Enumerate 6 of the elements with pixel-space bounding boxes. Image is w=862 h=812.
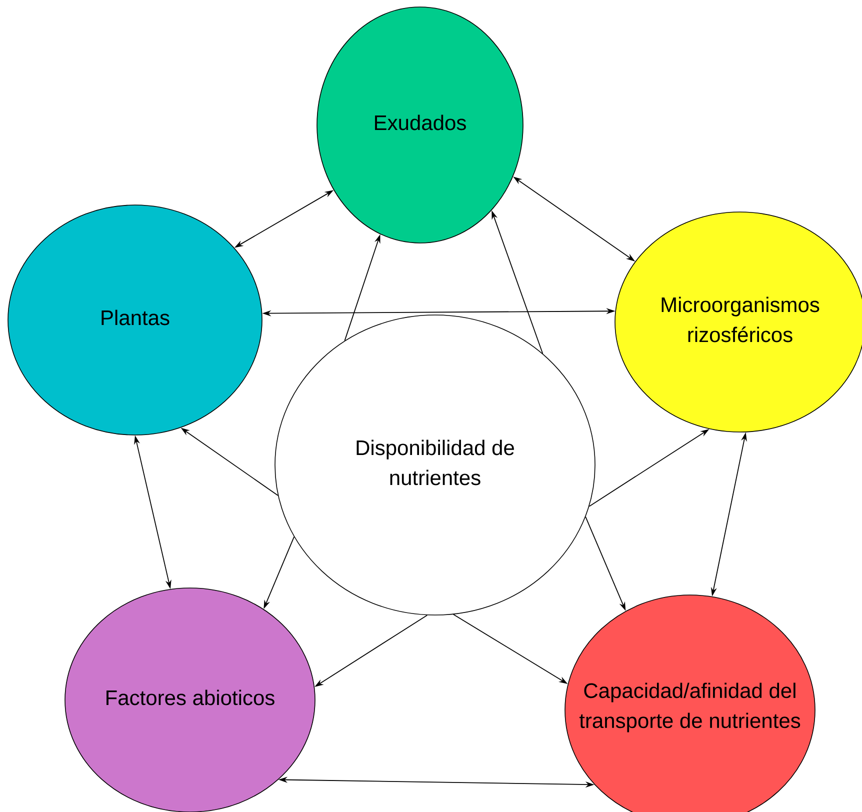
circle-node: Capacidad/afinidad del transporte de nutrientes xyxy=(564,594,816,812)
circle-node: Factores abioticos xyxy=(64,588,316,812)
circle-node: Plantas xyxy=(8,204,262,436)
circle-node: Exudados xyxy=(316,6,524,244)
circle-node: Disponibilidad de nutrientes xyxy=(274,314,596,616)
circle-node: Microorganismos rizosféricos xyxy=(614,212,862,432)
